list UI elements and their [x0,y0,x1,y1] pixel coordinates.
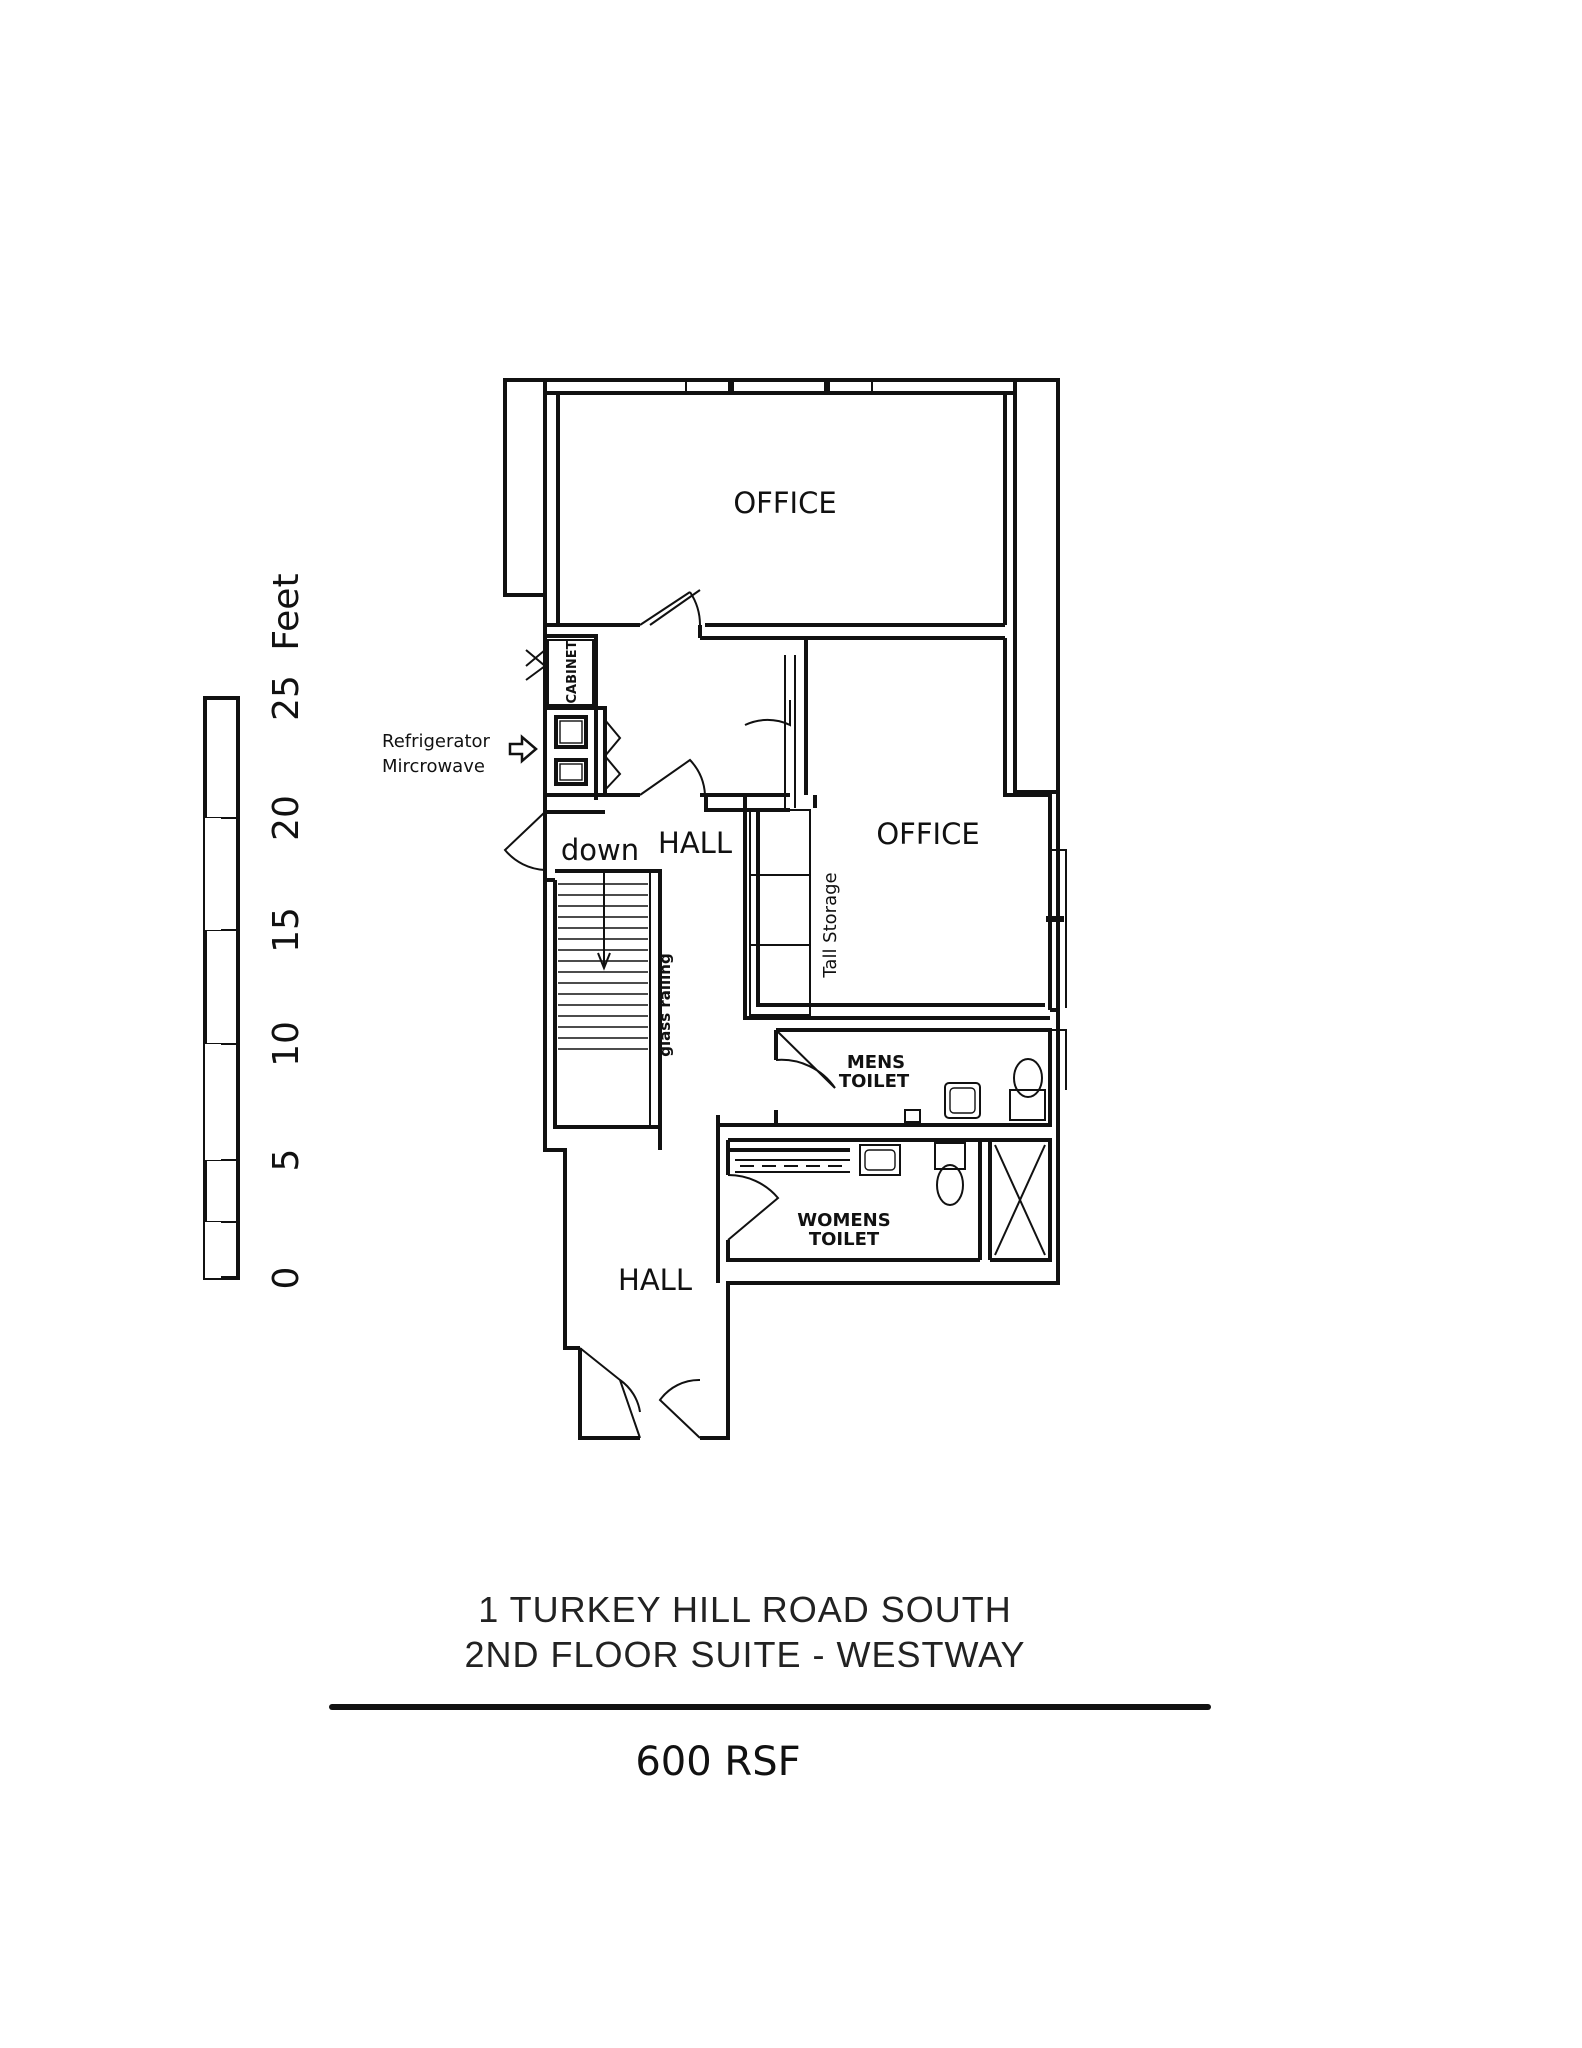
womens-toilet-label-2: TOILET [809,1229,880,1250]
cabinet-label: CABINET [565,640,580,703]
scale-tick-0: 0 [266,1267,307,1290]
room-hall-upper: HALL [658,826,732,860]
scale-tick-20: 20 [266,795,307,841]
title-suite: 2ND FLOOR SUITE - WESTWAY [464,1634,1025,1675]
room-office-top: OFFICE [733,486,836,520]
scale-tick-10: 10 [266,1021,307,1067]
cabinet: CABINET [547,639,594,706]
womens-fixtures [735,1142,1046,1256]
room-hall-lower: HALL [618,1263,692,1297]
microwave-label: Mircrowave [382,756,485,777]
scale-tick-25: 25 [266,675,307,721]
mens-toilet-label-2: TOILET [839,1071,910,1092]
scale-bar: 0 5 10 15 20 25 Feet [203,573,307,1290]
title-address: 1 TURKEY HILL ROAD SOUTH [478,1589,1011,1630]
appliance-callout: Refrigerator Mircrowave [382,731,538,777]
walls [503,378,1067,1440]
scale-tick-5: 5 [266,1149,307,1172]
refrigerator-microwave [554,715,588,786]
refrigerator-label: Refrigerator [382,731,491,752]
stairs-down-label: down [561,833,639,867]
doors [503,589,836,1439]
down-arrow-icon [597,870,611,971]
scale-tick-15: 15 [266,907,307,953]
arrow-icon [508,734,538,764]
glass-railing-label: glass railing [656,953,674,1056]
room-office-right: OFFICE [876,817,979,851]
mens-toilet-label-1: MENS [847,1052,905,1073]
mens-fixtures [904,1058,1046,1123]
tall-storage: Tall Storage [749,809,841,1016]
title-area: 600 RSF [635,1739,800,1785]
tall-storage-label: Tall Storage [820,872,841,978]
scale-unit: Feet [266,573,307,650]
womens-toilet-label-1: WOMENS [797,1210,890,1231]
